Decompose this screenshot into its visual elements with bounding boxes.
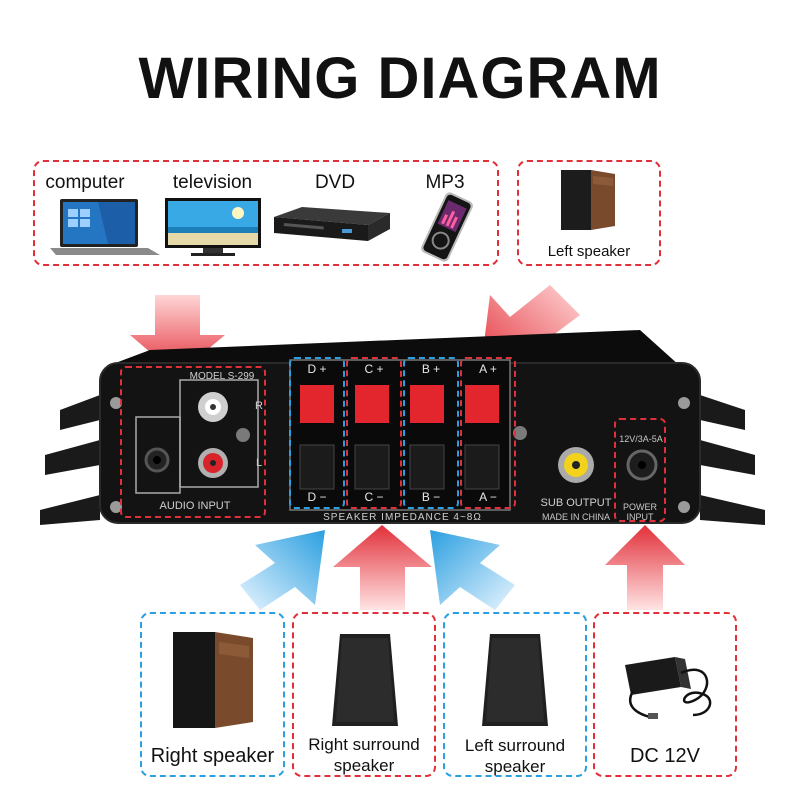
left-surround-arrow (430, 530, 515, 610)
laptop-icon (50, 199, 160, 255)
channel-l-label: L (255, 457, 263, 469)
right-surround-label-2: speaker (333, 756, 395, 775)
power-arrow (605, 525, 685, 610)
right-surround-arrow (333, 525, 432, 610)
terminal-c-highlight (346, 357, 402, 509)
right-speaker-label: Right speaker (150, 745, 275, 767)
terminal-d-minus: D − (307, 490, 327, 504)
terminal-b-plus: B + (421, 362, 441, 376)
terminal-a-plus: A + (479, 362, 497, 376)
left-surround-label-1: Left surround (464, 736, 566, 755)
audio-input-highlight (120, 366, 266, 518)
mp3-label: MP3 (425, 172, 465, 193)
power-rating-label: 12V/3A-5A (619, 434, 663, 444)
audio-input-label: AUDIO INPUT (159, 500, 231, 512)
bookshelf-speaker-icon (561, 170, 615, 230)
right-surround-card (292, 612, 436, 777)
sub-output-label: SUB OUTPUT (540, 497, 612, 509)
right-speaker-card (140, 612, 285, 777)
right-speaker-arrow (240, 530, 325, 610)
model-label: MODEL S-299 (189, 371, 255, 382)
surround-speaker-icon (482, 634, 548, 726)
terminal-c-minus: C − (364, 490, 384, 504)
television-icon (165, 198, 261, 256)
left-surround-label-2: speaker (484, 757, 546, 776)
surround-speaker-icon (332, 634, 398, 726)
dvd-label: DVD (314, 172, 356, 193)
terminal-b-highlight (403, 357, 459, 509)
dvd-player-icon (274, 207, 390, 241)
left-speaker-label: Left speaker (547, 243, 631, 260)
terminal-d-highlight (289, 357, 345, 509)
television-label: television (172, 172, 253, 193)
terminal-a-highlight (460, 357, 516, 509)
dc-label: DC 12V (629, 745, 701, 767)
right-surround-label-1: Right surround (308, 735, 420, 754)
terminal-c-plus: C + (364, 362, 384, 376)
terminal-b-minus: B − (421, 490, 441, 504)
channel-r-label: R (255, 400, 263, 412)
left-speaker-box (517, 160, 661, 266)
computer-label: computer (45, 172, 125, 193)
power-adapter-icon (625, 657, 712, 719)
terminal-d-plus: D + (307, 362, 327, 376)
power-input-highlight (614, 418, 666, 522)
sources-box (33, 160, 499, 266)
made-in-label: MADE IN CHINA (541, 512, 610, 522)
terminal-a-minus: A − (479, 490, 497, 504)
left-surround-card (443, 612, 587, 777)
power-input-label: POWER INPUT (622, 502, 657, 522)
mp3-player-icon (421, 192, 473, 262)
diagram-title: WIRING DIAGRAM (138, 46, 662, 111)
dc-adapter-card (593, 612, 737, 777)
bookshelf-speaker-icon (173, 632, 253, 728)
impedance-label: SPEAKER IMPEDANCE 4~8Ω (323, 512, 482, 523)
